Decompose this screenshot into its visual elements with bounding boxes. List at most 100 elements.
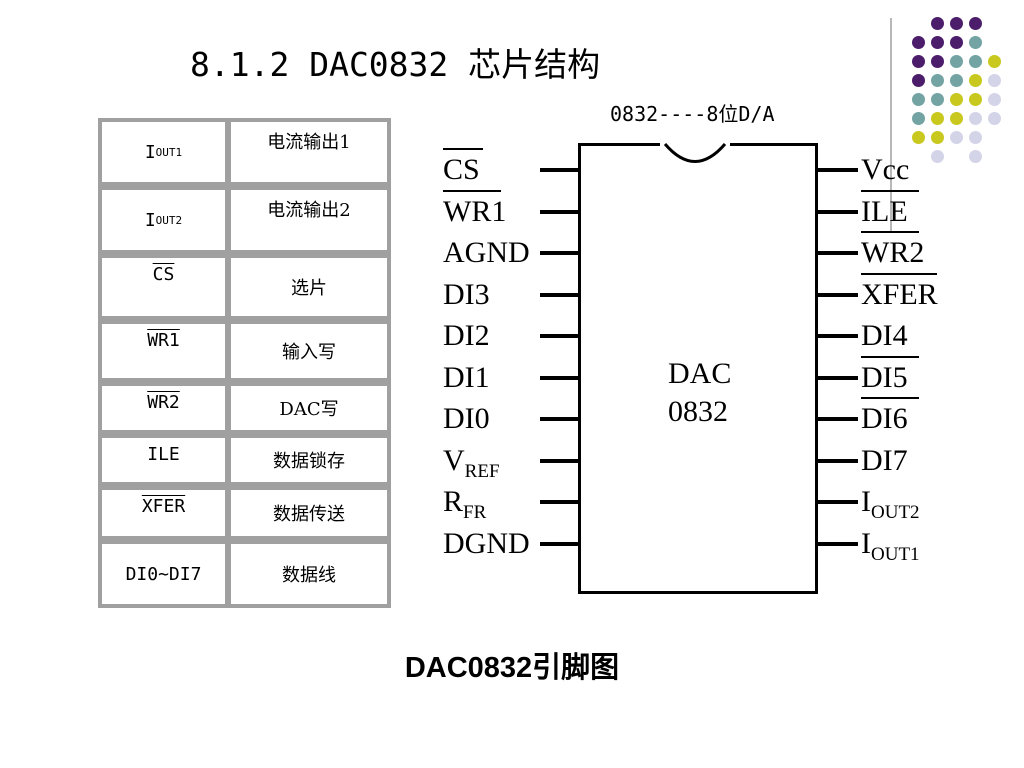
left-pin-label: WR1 [443,195,507,228]
right-pin-line [818,293,858,297]
left-pin-label: CS [443,153,480,186]
decorative-dot [912,93,925,106]
chip-notch-icon [660,141,730,163]
table-row: CS 选片 [98,254,391,320]
decorative-dot [912,131,925,144]
right-pin-label: IOUT1 [861,527,920,566]
description-cell: 数据线 [231,544,387,604]
figure-caption: DAC0832引脚图 [404,652,620,684]
right-pin-line [818,459,858,463]
active-low-overbar [861,356,919,358]
signal-cell: ILE [102,438,225,482]
description-cell: 输入写 [231,324,387,378]
table-row: WR1 输入写 [98,320,391,382]
right-pin-label: ILE [861,195,908,228]
decorative-dot [931,55,944,68]
decorative-dot [931,17,944,30]
decorative-dot [969,93,982,106]
decorative-dot [950,36,963,49]
left-pin-line [540,500,578,504]
description-cell: 电流输出1 [231,122,387,182]
decorative-dot [912,55,925,68]
left-pin-line [540,168,578,172]
decorative-dot [931,131,944,144]
left-pin-label: DI1 [443,361,490,394]
decorative-dot [969,36,982,49]
decorative-dot [969,150,982,163]
decorative-dot [931,93,944,106]
signal-cell: DI0~DI7 [102,544,225,604]
right-pin-line [818,334,858,338]
chip-name: DAC 0832 [668,357,732,428]
right-pin-label: DI4 [861,319,908,352]
decorative-dot [950,55,963,68]
right-pin-line [818,417,858,421]
table-row: XFER 数据传送 [98,486,391,540]
left-pin-line [540,542,578,546]
right-pin-label: Vcc [861,153,910,186]
right-pin-label: DI7 [861,444,908,477]
left-pin-line [540,376,578,380]
active-low-overbar [443,190,501,192]
active-low-overbar [443,148,483,150]
decorative-dot [931,150,944,163]
description-cell: DAC写 [231,386,387,430]
active-low-overbar [861,397,919,399]
chip-body [578,143,818,594]
active-low-overbar [861,190,919,192]
table-row: WR2 DAC写 [98,382,391,434]
decorative-dot [950,112,963,125]
slide-title: 8.1.2 DAC0832 芯片结构 [190,45,601,84]
right-pin-line [818,500,858,504]
active-low-overbar [861,273,937,275]
signal-cell: WR1 [102,324,225,378]
left-pin-label: DI2 [443,319,490,352]
left-pin-line [540,210,578,214]
left-pin-label: VREF [443,444,500,483]
decorative-dot [950,17,963,30]
left-pin-line [540,459,578,463]
table-row: ILE 数据锁存 [98,434,391,486]
description-cell: 数据锁存 [231,438,387,482]
left-pin-label: DI3 [443,278,490,311]
decorative-divider-line [890,18,892,233]
decorative-dot [912,112,925,125]
decorative-dot [969,55,982,68]
right-pin-line [818,542,858,546]
description-cell: 电流输出2 [231,190,387,250]
decorative-dot [931,36,944,49]
left-pin-line [540,334,578,338]
right-pin-label: WR2 [861,236,925,269]
right-pin-line [818,251,858,255]
decorative-dot [950,93,963,106]
left-pin-line [540,417,578,421]
decorative-dot [950,131,963,144]
decorative-dot [988,93,1001,106]
signal-cell: CS [102,258,225,316]
table-row: DI0~DI7 数据线 [98,540,391,608]
decorative-dot [988,74,1001,87]
decorative-dot [969,131,982,144]
right-pin-line [818,210,858,214]
right-pin-label: IOUT2 [861,485,920,524]
decorative-dot [912,74,925,87]
left-pin-label: RFR [443,485,487,524]
decorative-dot [931,74,944,87]
description-cell: 选片 [231,258,387,316]
right-pin-label: XFER [861,278,938,311]
description-cell: 数据传送 [231,490,387,536]
signal-cell: XFER [102,490,225,536]
decorative-dot [931,112,944,125]
left-pin-line [540,293,578,297]
right-pin-label: DI5 [861,361,908,394]
active-low-overbar [861,231,919,233]
decorative-dot [969,17,982,30]
right-pin-line [818,168,858,172]
decorative-dot [988,112,1001,125]
left-pin-line [540,251,578,255]
